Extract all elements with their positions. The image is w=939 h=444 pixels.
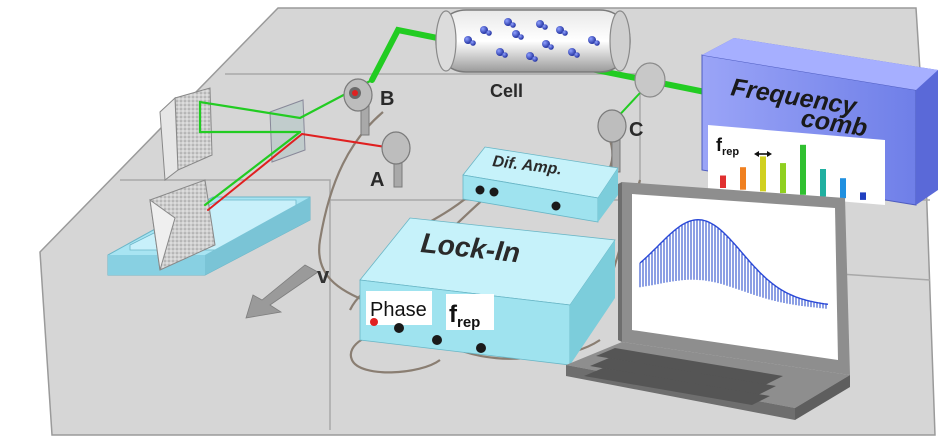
molecule-atom-2 (502, 52, 508, 58)
detector-a-label: A (370, 169, 384, 191)
comb-line-1 (740, 167, 746, 190)
pickoff-mirror (634, 62, 666, 98)
molecule-atom-9 (510, 22, 516, 28)
detector-b (343, 78, 373, 136)
detector-c-label: C (629, 119, 643, 141)
laptop-screen-edge (618, 182, 622, 342)
comb-beam (369, 26, 723, 98)
dif-amp-box (462, 146, 619, 223)
molecule-atom-6 (562, 30, 568, 36)
molecule-0 (464, 36, 472, 44)
comb-lines (720, 144, 866, 200)
comb-line-5 (820, 169, 826, 197)
molecule-4 (526, 52, 534, 60)
laptop-keyboard (584, 348, 783, 405)
molecule-6 (556, 26, 564, 34)
gas-cell (435, 9, 631, 73)
comb-line-7 (860, 192, 866, 200)
laptop (566, 182, 850, 420)
comb-line-6 (840, 178, 846, 199)
molecule-1 (480, 26, 488, 34)
molecule-atom-4 (532, 56, 538, 62)
beam-green-loop (198, 78, 374, 134)
molecule-atom-5 (548, 44, 554, 50)
frep-label: frep (449, 301, 480, 331)
moving-retroreflector (149, 179, 216, 271)
molecules (464, 18, 600, 62)
laptop-screen (632, 194, 838, 360)
beam-red-diag (207, 133, 303, 211)
comb-frep-label: frep (716, 135, 739, 158)
molecule-atom-7 (574, 52, 580, 58)
molecule-2 (496, 48, 504, 56)
spectrum-lines (639, 219, 827, 309)
phase-knob[interactable] (394, 323, 404, 333)
dif-amp-input-2[interactable] (489, 187, 499, 197)
frep-panel (446, 294, 494, 330)
red-dot-icon (370, 318, 378, 326)
molecule-10 (536, 20, 544, 28)
spectrum-envelope (639, 218, 829, 305)
fixed-retroreflector (159, 87, 213, 181)
beam-green-diag (203, 130, 302, 207)
double-arrow-icon (754, 151, 772, 157)
detector-a (381, 131, 411, 188)
cell-label: Cell (490, 81, 523, 101)
molecule-atom-1 (486, 30, 492, 36)
molecule-3 (512, 30, 520, 38)
molecule-atom-8 (594, 40, 600, 46)
lock-in-box (359, 217, 616, 366)
frequency-comb (701, 38, 938, 206)
molecule-atom-3 (518, 34, 524, 40)
detector-b-label: B (380, 88, 394, 110)
phase-label: Phase (370, 299, 427, 321)
spectrum-icon (639, 218, 829, 309)
molecule-7 (568, 48, 576, 56)
lock-in-input[interactable] (432, 335, 442, 345)
beam-red-to-a (301, 133, 393, 149)
comb-line-4 (800, 144, 806, 195)
molecule-8 (588, 36, 596, 44)
comb-line-3 (780, 163, 786, 194)
frep-knob[interactable] (476, 343, 486, 353)
dif-amp-input-1[interactable] (475, 185, 485, 195)
dif-amp-output[interactable] (551, 201, 561, 211)
phase-panel (366, 291, 432, 325)
arrow-down-left-icon (245, 264, 319, 319)
comb-line-2 (760, 156, 766, 192)
velocity-label: v (317, 263, 330, 288)
molecule-atom-10 (542, 24, 548, 30)
molecule-9 (504, 18, 512, 26)
molecule-atom-0 (470, 40, 476, 46)
table-seam-2 (120, 179, 331, 430)
comb-line-0 (720, 175, 726, 188)
molecule-5 (542, 40, 550, 48)
